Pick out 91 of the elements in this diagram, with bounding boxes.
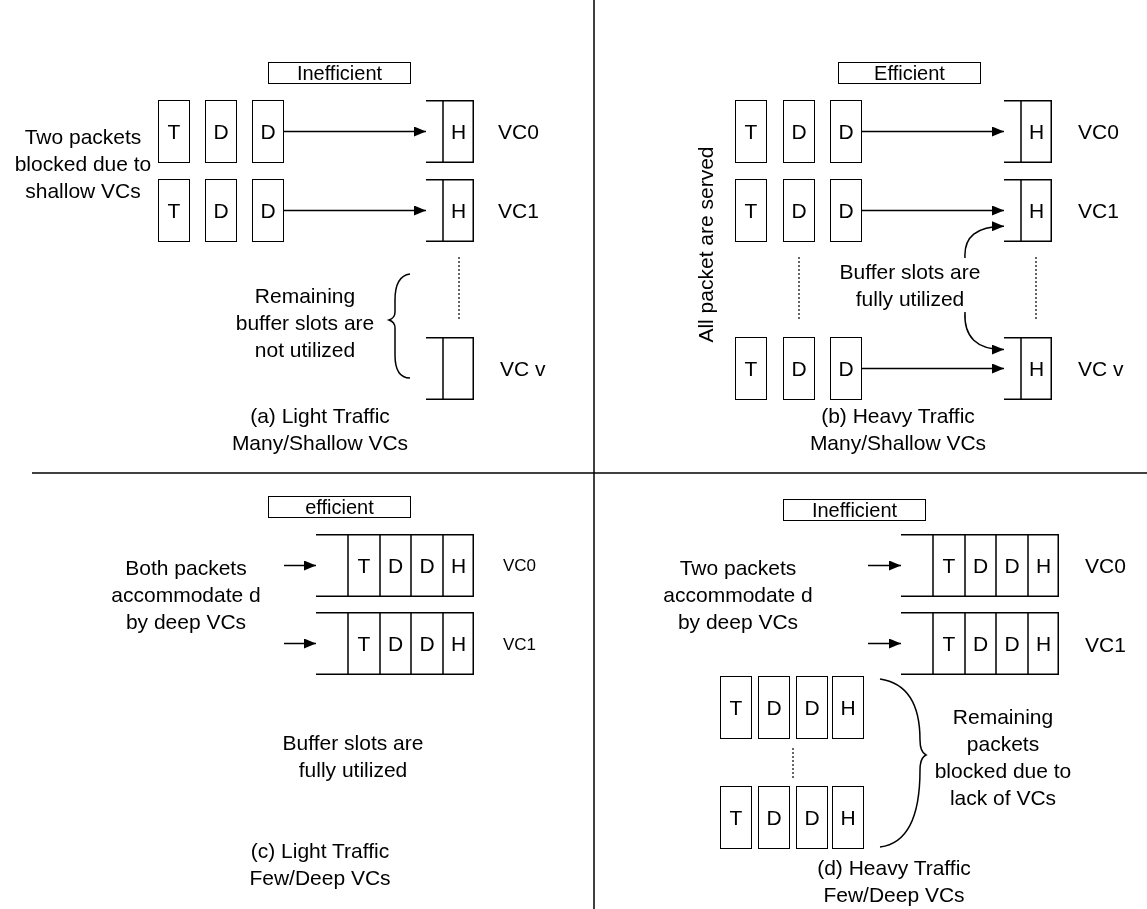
flit-slot: H bbox=[443, 612, 474, 675]
flit-box: D bbox=[783, 337, 815, 400]
arrow bbox=[867, 638, 902, 649]
rating-box: Efficient bbox=[838, 62, 981, 84]
flit-slot: D bbox=[411, 612, 443, 675]
vc-label: VC v bbox=[1078, 356, 1125, 382]
flit-slot: H bbox=[443, 179, 474, 242]
flit-box: T bbox=[720, 786, 752, 849]
buffer-channel bbox=[316, 612, 474, 675]
flit-box: D bbox=[830, 337, 862, 400]
buffer-channel bbox=[1004, 100, 1052, 163]
flit-box: D bbox=[830, 100, 862, 163]
arrow bbox=[283, 205, 427, 216]
vc-label: VC1 bbox=[498, 198, 540, 224]
vc-label: VC0 bbox=[1078, 119, 1120, 145]
flit-box: T bbox=[720, 676, 752, 739]
caption-text: (b) Heavy Traffic Many/Shallow VCs bbox=[808, 403, 988, 456]
buffer-channel bbox=[426, 337, 474, 400]
flit-slot: H bbox=[1028, 534, 1059, 597]
flit-box: D bbox=[252, 179, 284, 242]
flit-box: D bbox=[205, 179, 237, 242]
flit-slot: H bbox=[1021, 100, 1052, 163]
flit-slot: D bbox=[380, 534, 411, 597]
buffer-channel bbox=[901, 612, 1059, 675]
rating-box: efficient bbox=[268, 496, 411, 518]
flit-box: D bbox=[796, 676, 828, 739]
annotation-text: Remaining buffer slots are not utilized bbox=[234, 283, 376, 363]
buffer-channel bbox=[426, 100, 474, 163]
flit-box: H bbox=[832, 676, 864, 739]
buffer-channel bbox=[426, 179, 474, 242]
arrow bbox=[283, 560, 317, 571]
flit-slot: H bbox=[443, 534, 474, 597]
flit-box: T bbox=[158, 179, 190, 242]
annotation-text: Both packets accommodate d by deep VCs bbox=[110, 555, 262, 635]
flit-box: T bbox=[158, 100, 190, 163]
flit-slot: H bbox=[1028, 612, 1059, 675]
flit-slot: D bbox=[965, 534, 996, 597]
buffer-channel bbox=[1004, 337, 1052, 400]
annotation-text: Buffer slots are fully utilized bbox=[281, 730, 425, 783]
flit-box: D bbox=[205, 100, 237, 163]
rating-box: Inefficient bbox=[268, 62, 411, 84]
flit-slot: T bbox=[348, 612, 380, 675]
annotation-text: Two packets blocked due to shallow VCs bbox=[13, 124, 153, 204]
flit-slot: D bbox=[380, 612, 411, 675]
buffer-channel bbox=[1004, 179, 1052, 242]
vc-label: VC1 bbox=[1085, 632, 1127, 658]
arrow bbox=[867, 560, 902, 571]
vc-label: VC0 bbox=[498, 119, 540, 145]
caption-text: (d) Heavy Traffic Few/Deep VCs bbox=[816, 855, 972, 908]
flit-box: D bbox=[783, 179, 815, 242]
vc-label: VC0 bbox=[1085, 553, 1127, 579]
flit-box: T bbox=[735, 100, 767, 163]
flit-slot: D bbox=[965, 612, 996, 675]
curved-arrow bbox=[964, 311, 1005, 355]
flit-box: T bbox=[735, 179, 767, 242]
flit-box: D bbox=[830, 179, 862, 242]
vc-label: VC0 bbox=[503, 555, 538, 577]
flit-slot: D bbox=[996, 612, 1028, 675]
vc-label: VC1 bbox=[503, 634, 538, 656]
flit-slot: T bbox=[348, 534, 380, 597]
annotation-text: Two packets accommodate d by deep VCs bbox=[662, 555, 814, 635]
flit-slot: T bbox=[933, 612, 965, 675]
caption-text: (a) Light Traffic Many/Shallow VCs bbox=[230, 403, 410, 456]
flit-slot: H bbox=[1021, 179, 1052, 242]
arrow bbox=[861, 126, 1005, 137]
flit-box: D bbox=[758, 786, 790, 849]
vc-label: VC v bbox=[500, 356, 547, 382]
buffer-channel bbox=[316, 534, 474, 597]
flit-box: D bbox=[783, 100, 815, 163]
flit-box: D bbox=[758, 676, 790, 739]
arrow bbox=[861, 363, 1005, 374]
flit-slot: D bbox=[996, 534, 1028, 597]
annotation-text: All packet are served bbox=[692, 145, 718, 345]
flit-box: D bbox=[252, 100, 284, 163]
rating-box: Inefficient bbox=[783, 499, 926, 521]
annotation-text: Buffer slots are fully utilized bbox=[835, 258, 985, 312]
buffer-channel bbox=[901, 534, 1059, 597]
caption-text: (c) Light Traffic Few/Deep VCs bbox=[248, 838, 392, 891]
arrow bbox=[861, 205, 1005, 216]
flit-slot: T bbox=[933, 534, 965, 597]
curved-arrow bbox=[964, 221, 1005, 259]
flit-box: T bbox=[735, 337, 767, 400]
arrow bbox=[283, 126, 427, 137]
flit-slot: H bbox=[1021, 337, 1052, 400]
flit-box: D bbox=[796, 786, 828, 849]
flit-box: H bbox=[832, 786, 864, 849]
flit-slot: D bbox=[411, 534, 443, 597]
flit-slot: H bbox=[443, 100, 474, 163]
vc-label: VC1 bbox=[1078, 198, 1120, 224]
arrow bbox=[283, 638, 317, 649]
annotation-text: Remaining packets blocked due to lack of VCs bbox=[933, 704, 1073, 811]
